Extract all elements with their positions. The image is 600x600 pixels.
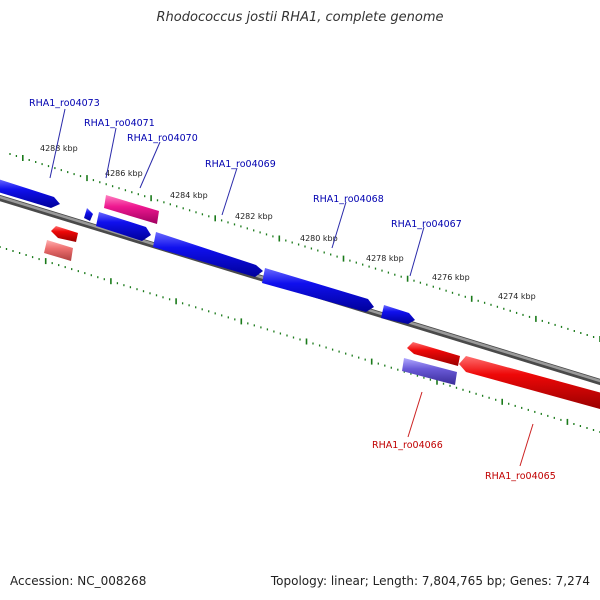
leader-line [519, 423, 534, 467]
gene-arrow-ro04073[interactable] [0, 179, 60, 208]
scale-label: 4278 kbp [366, 254, 404, 263]
scale-label: 4282 kbp [235, 212, 273, 221]
genome-summary-text: Topology: linear; Length: 7,804,765 bp; … [270, 574, 590, 588]
leader-line [331, 201, 347, 249]
label-leader-lines [49, 108, 534, 467]
leader-line [49, 108, 66, 179]
gene-label[interactable]: RHA1_ro04067 [391, 219, 462, 230]
scale-ticks-top [9, 153, 600, 342]
feature-blocks [44, 195, 600, 409]
accession-text: Accession: NC_008268 [10, 574, 147, 588]
leader-line [221, 167, 238, 216]
gene-label[interactable]: RHA1_ro04068 [313, 194, 384, 205]
gene-arrow-ro04070[interactable] [153, 232, 263, 277]
leader-line [105, 127, 117, 179]
gene-arrow-ro04069[interactable] [262, 268, 374, 312]
scale-labels: 4288 kbp 4286 kbp 4284 kbp 4282 kbp 4280… [40, 144, 536, 301]
gene-arrow-ro04068[interactable] [381, 305, 415, 324]
scale-ticks-bottom [0, 246, 600, 433]
scale-label: 4288 kbp [40, 144, 78, 153]
gene-labels: RHA1_ro04073 RHA1_ro04071 RHA1_ro04070 R… [29, 98, 556, 482]
gene-arrow-ro04065[interactable] [459, 356, 600, 409]
genome-title: Rhodococcus jostii RHA1, complete genome [156, 10, 444, 25]
gene-arrow-ro04071[interactable] [96, 212, 151, 241]
gene-arrow-small[interactable] [84, 208, 93, 221]
leader-line [407, 391, 423, 438]
leader-line [409, 226, 425, 277]
gene-label[interactable]: RHA1_ro04066 [372, 440, 443, 451]
leader-line [139, 141, 161, 189]
forward-strand-genes [0, 179, 415, 324]
light-red-block[interactable] [44, 240, 73, 261]
gene-arrow-ro04066[interactable] [407, 342, 460, 366]
scale-label: 4276 kbp [432, 273, 470, 282]
scale-label: 4280 kbp [300, 234, 338, 243]
gene-label[interactable]: RHA1_ro04070 [127, 133, 198, 144]
purple-feature-block[interactable] [402, 358, 457, 385]
gene-label[interactable]: RHA1_ro04065 [485, 471, 556, 482]
scale-label: 4286 kbp [105, 169, 143, 178]
gene-label[interactable]: RHA1_ro04069 [205, 159, 276, 170]
red-small-arrow[interactable] [51, 226, 78, 242]
scale-label: 4274 kbp [498, 292, 536, 301]
gene-label[interactable]: RHA1_ro04073 [29, 98, 100, 109]
scale-label: 4284 kbp [170, 191, 208, 200]
pink-feature-block[interactable] [104, 195, 159, 224]
gene-label[interactable]: RHA1_ro04071 [84, 118, 155, 129]
